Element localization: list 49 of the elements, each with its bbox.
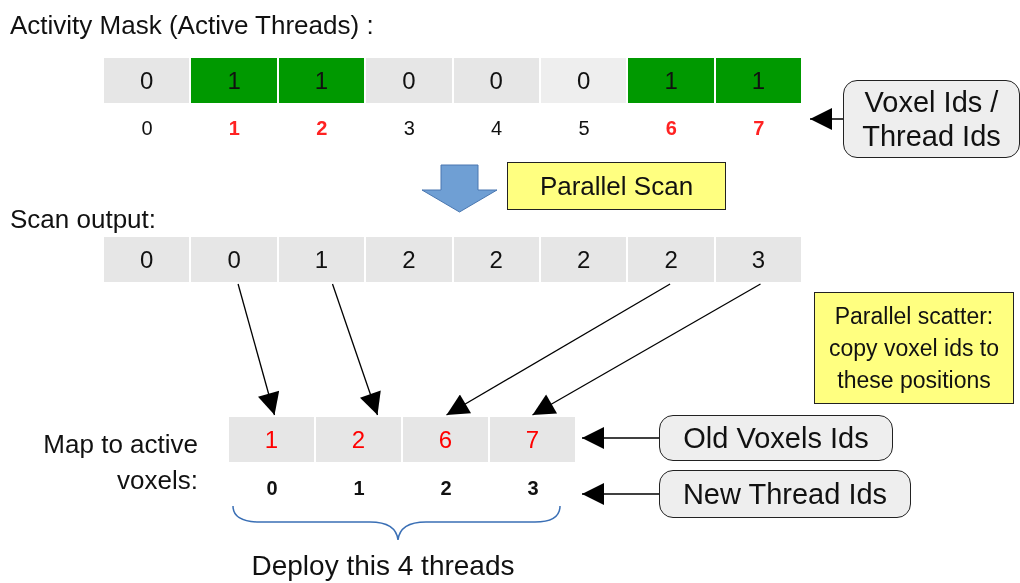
- array-heading: Map to active voxels:: [42, 428, 198, 497]
- note-box: Parallel scatter: copy voxel ids to these positions: [814, 292, 1014, 404]
- operation-label-box: Parallel Scan: [507, 162, 726, 210]
- array-heading: Activity Mask (Active Threads) :: [10, 10, 374, 41]
- array-cell: 7: [490, 417, 575, 462]
- caption-text: Deploy this 4 threads: [251, 550, 515, 582]
- array-cell: 2: [316, 417, 401, 462]
- array-cell: 3: [715, 237, 802, 282]
- array-cell: 2: [366, 237, 452, 282]
- array-cell: 1: [715, 58, 802, 103]
- index-number: 5: [578, 116, 590, 140]
- arrow: [581, 483, 660, 505]
- index-number: 4: [491, 116, 503, 140]
- arrow: [237, 283, 280, 416]
- index-number: 1: [353, 476, 365, 500]
- index-number: 0: [266, 476, 278, 500]
- array-cell: 0: [191, 237, 277, 282]
- array-cell: 2: [628, 237, 714, 282]
- array-cell: 2: [453, 237, 539, 282]
- array-cell: 0: [453, 58, 539, 103]
- index-number: 2: [316, 116, 328, 140]
- array-heading: Scan output:: [10, 204, 156, 235]
- array-cell: 0: [366, 58, 452, 103]
- array-cell: 1: [628, 58, 714, 103]
- arrow: [809, 108, 844, 130]
- index-number: 0: [141, 116, 153, 140]
- index-number: 6: [665, 116, 677, 140]
- arrow: [445, 283, 671, 416]
- callout-box: New Thread Ids: [659, 470, 911, 518]
- index-number: 7: [753, 116, 765, 140]
- array-cell: 0: [104, 237, 190, 282]
- array-cell: 1: [278, 58, 365, 103]
- array-cell: 6: [403, 417, 488, 462]
- arrow: [581, 427, 660, 449]
- block-arrow: [421, 164, 498, 213]
- array-cell: 1: [278, 237, 365, 282]
- arrow: [531, 283, 762, 416]
- callout-box: Old Voxels Ids: [659, 415, 893, 461]
- array-cell: 0: [541, 58, 627, 103]
- index-number: 2: [440, 476, 452, 500]
- array-cell: 2: [541, 237, 627, 282]
- array-cell: 1: [191, 58, 277, 103]
- array-cell: 0: [104, 58, 190, 103]
- index-number: 1: [228, 116, 240, 140]
- index-number: 3: [403, 116, 415, 140]
- callout-box: Voxel Ids / Thread Ids: [843, 80, 1020, 158]
- index-number: 3: [527, 476, 539, 500]
- arrow: [331, 283, 381, 416]
- array-cell: 1: [229, 417, 314, 462]
